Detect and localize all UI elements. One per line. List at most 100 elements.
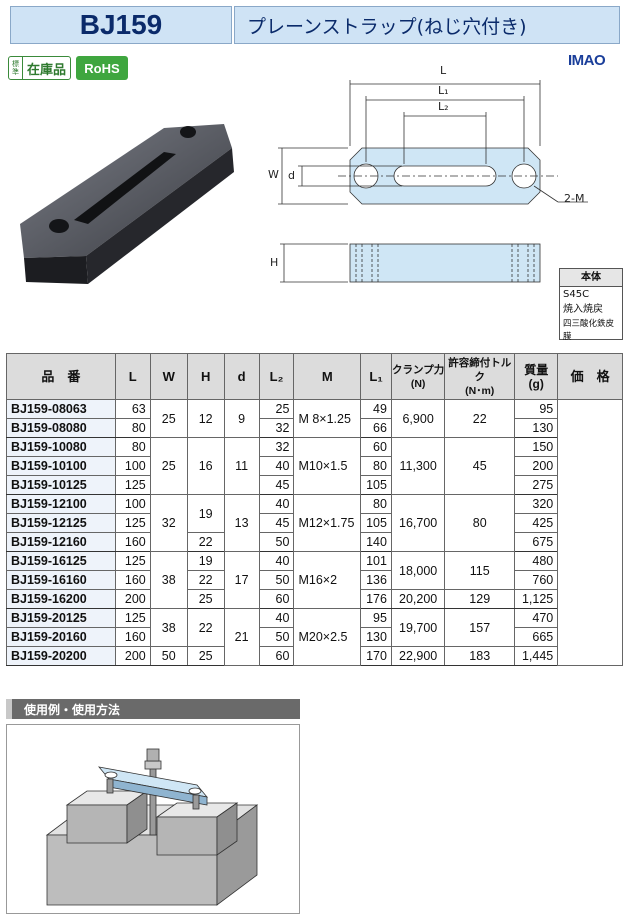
cell-mass: 760 [514, 570, 559, 590]
dim-W: W [268, 168, 279, 181]
cell-mass: 425 [514, 513, 559, 533]
cell-W: 38 [149, 608, 188, 647]
dimension-drawing: L L₁ L₂ W d 2-M H [258, 56, 628, 296]
table-row: BJ159-08080 80 32 66 130 [6, 418, 623, 438]
material-header: 本体 [560, 269, 622, 287]
col-M: M [293, 353, 362, 400]
material-line: S45C [563, 289, 590, 300]
col-H: H [186, 353, 225, 400]
table-row: BJ159-20125 125 38 22 21 40 M20×2.5 95 1… [6, 608, 623, 666]
cell-H: 19 [186, 551, 225, 571]
cell-H: 25 [186, 589, 225, 609]
cell-L1: 80 [360, 494, 392, 514]
part-number: BJ159-10100 [6, 456, 116, 476]
col-L2: L₂ [258, 353, 295, 400]
col-part: 品 番 [6, 353, 116, 400]
cell-H: 19 [186, 494, 225, 533]
cell-d: 17 [223, 551, 260, 609]
spec-table: 品 番 L W H d L₂ M L₁ クランプ力 (N) 許容締付トルク (N… [6, 353, 623, 666]
cell-L: 100 [114, 494, 151, 514]
cell-clamp: 6,900 [390, 399, 446, 438]
cell-L2: 45 [258, 475, 295, 495]
table-header-row: 品 番 L W H d L₂ M L₁ クランプ力 (N) 許容締付トルク (N… [6, 353, 623, 400]
usage-illustration [6, 724, 300, 914]
table-row: BJ159-20200 200 50 25 60 170 22,900 183 … [6, 646, 623, 666]
cell-mass: 320 [514, 494, 559, 514]
cell-L2: 50 [258, 570, 295, 590]
cell-W: 25 [149, 437, 188, 495]
cell-M: M20×2.5 [293, 608, 362, 666]
cell-L: 200 [114, 589, 151, 609]
material-line: 四三酸化鉄皮膜 [563, 319, 615, 342]
cell-mass: 95 [514, 399, 559, 419]
cell-torque: 22 [444, 399, 516, 438]
cell-mass: 130 [514, 418, 559, 438]
part-number: BJ159-08080 [6, 418, 116, 438]
cell-torque: 157 [444, 608, 516, 647]
brand-logo: IMAO [568, 52, 606, 69]
table-row: BJ159-10125 125 45 105 275 [6, 475, 623, 495]
cell-L1: 105 [360, 513, 392, 533]
part-number: BJ159-10125 [6, 475, 116, 495]
cell-W: 38 [149, 551, 188, 609]
cell-L2: 50 [258, 532, 295, 552]
cell-d: 13 [223, 494, 260, 552]
table-row: BJ159-12100 100 32 19 13 40 M12×1.75 80 … [6, 494, 623, 552]
cell-torque: 45 [444, 437, 516, 495]
cell-clamp: 20,200 [390, 589, 446, 609]
col-torque: 許容締付トルク (N･m) [444, 353, 516, 400]
cell-M: M 8×1.25 [293, 399, 362, 438]
cell-d: 21 [223, 608, 260, 666]
table-row: BJ159-20160 160 50 130 665 [6, 627, 623, 647]
table-row: BJ159-12125 125 45 105 425 [6, 513, 623, 533]
cell-torque: 183 [444, 646, 516, 666]
col-L1: L₁ [360, 353, 392, 400]
cell-L: 125 [114, 513, 151, 533]
part-number: BJ159-20200 [6, 646, 116, 666]
part-number: BJ159-12125 [6, 513, 116, 533]
cell-L: 100 [114, 456, 151, 476]
stock-label: 在庫品 [27, 62, 67, 78]
cell-L2: 45 [258, 513, 295, 533]
cell-mass: 200 [514, 456, 559, 476]
cell-H: 22 [186, 532, 225, 552]
cell-torque: 129 [444, 589, 516, 609]
stock-badge: 標準 在庫品 [8, 56, 72, 80]
cell-L2: 60 [258, 646, 295, 666]
cell-M: M12×1.75 [293, 494, 362, 552]
usage-section-header: 使用例・使用方法 [6, 699, 300, 719]
table-row: BJ159-12160 160 22 50 140 675 [6, 532, 623, 552]
part-number: BJ159-12160 [6, 532, 116, 552]
cell-W: 50 [149, 646, 188, 666]
cell-L: 200 [114, 646, 151, 666]
part-number: BJ159-16200 [6, 589, 116, 609]
cell-L2: 40 [258, 608, 295, 628]
table-row: BJ159-10080 80 25 16 11 32 M10×1.5 60 11… [6, 437, 623, 495]
cell-mass: 150 [514, 437, 559, 457]
dim-H: H [270, 256, 279, 269]
cell-L2: 50 [258, 627, 295, 647]
dim-L: L [440, 64, 447, 77]
cell-clamp: 11,300 [390, 437, 446, 495]
part-number: BJ159-08063 [6, 399, 116, 419]
dim-L2: L₂ [438, 100, 449, 113]
cell-H: 22 [186, 608, 225, 647]
cell-L1: 60 [360, 437, 392, 457]
cell-d: 9 [223, 399, 260, 438]
dim-M: 2-M [564, 192, 585, 205]
cell-L2: 32 [258, 418, 295, 438]
col-L: L [114, 353, 151, 400]
cell-mass: 1,125 [514, 589, 559, 609]
cell-clamp: 22,900 [390, 646, 446, 666]
cell-L1: 140 [360, 532, 392, 552]
table-row: BJ159-16125 125 38 19 17 40 M16×2 101 18… [6, 551, 623, 609]
product-title: プレーンストラップ(ねじ穴付き) [234, 6, 620, 44]
cell-clamp: 19,700 [390, 608, 446, 647]
table-row: BJ159-08063 63 25 12 9 25 M 8×1.25 49 6,… [6, 399, 623, 666]
part-number: BJ159-16160 [6, 570, 116, 590]
cell-L1: 49 [360, 399, 392, 419]
part-number: BJ159-12100 [6, 494, 116, 514]
cell-L2: 40 [258, 551, 295, 571]
cell-L1: 130 [360, 627, 392, 647]
dim-d: d [288, 169, 295, 182]
